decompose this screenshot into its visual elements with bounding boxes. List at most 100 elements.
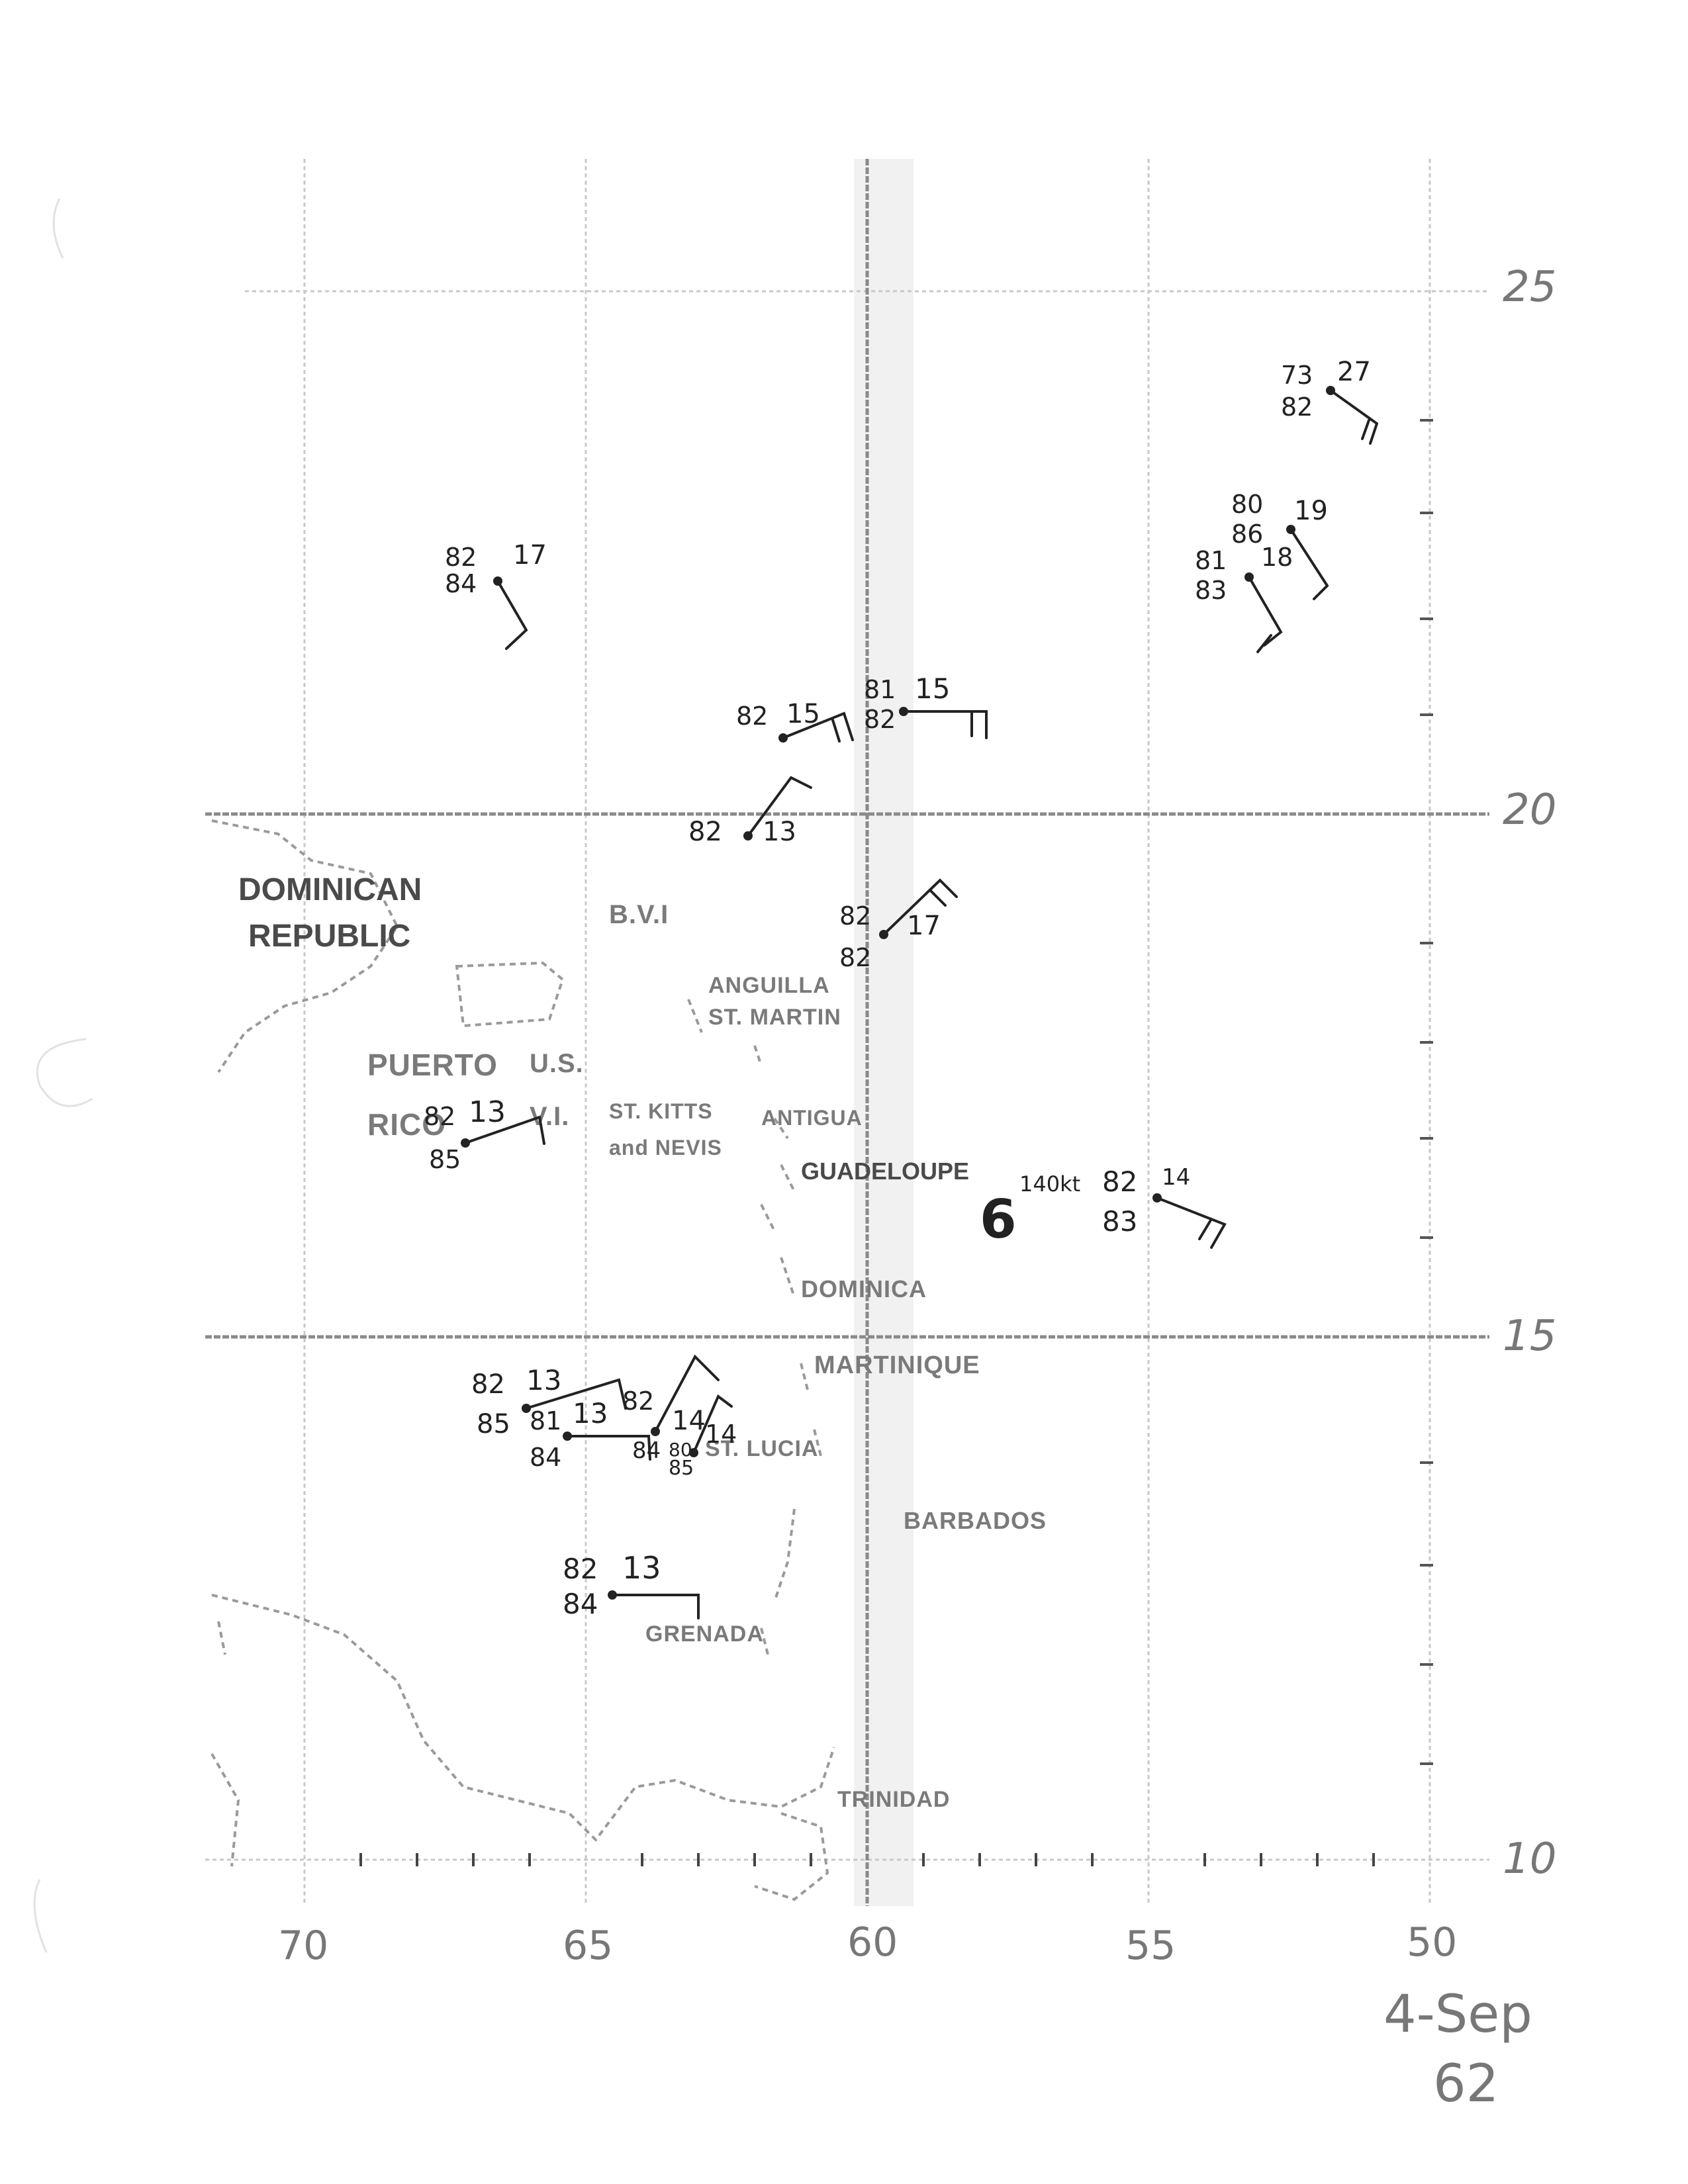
station-plot: 73 82 27 bbox=[1281, 357, 1378, 445]
place-puerto-rico-line2: RICO bbox=[367, 1107, 446, 1142]
place-guadeloupe: GUADELOUPE bbox=[801, 1158, 969, 1185]
place-usvi-line1: U.S. bbox=[530, 1049, 584, 1078]
station-air-temp: 82 bbox=[622, 1387, 654, 1416]
storm-wind-label: 140kt bbox=[1019, 1171, 1080, 1197]
station-sea-temp: 85 bbox=[669, 1457, 694, 1480]
place-barbados: BARBADOS bbox=[904, 1507, 1047, 1534]
station-wind-speed: 19 bbox=[1294, 496, 1328, 526]
station-air-temp: 82 bbox=[1102, 1165, 1137, 1198]
station-plot: 82 84 14 bbox=[622, 1354, 720, 1464]
place-st-kitts-line2: and NEVIS bbox=[609, 1136, 722, 1160]
place-bvi: B.V.I bbox=[609, 900, 669, 929]
coast-puerto-rico bbox=[455, 961, 565, 1028]
station-sea-temp: 84 bbox=[445, 569, 477, 598]
coast-trinidad bbox=[754, 1812, 829, 1901]
station-air-temp: 81 bbox=[864, 675, 896, 704]
station-air-temp: 81 bbox=[530, 1406, 561, 1435]
place-st-martin: ST. MARTIN bbox=[708, 1005, 841, 1030]
station-plot: 82 15 bbox=[736, 699, 854, 743]
place-labels: DOMINICAN REPUBLIC B.V.I ANGUILLA ST. MA… bbox=[238, 872, 1047, 1812]
station-air-temp: 82 bbox=[424, 1102, 455, 1131]
lat-label-15: 15 bbox=[1503, 1312, 1556, 1361]
coast-south-america bbox=[211, 1594, 835, 1843]
lat-label-25: 25 bbox=[1503, 263, 1556, 312]
coast-hispaniola bbox=[211, 819, 399, 1073]
station-plot: 82 84 17 bbox=[445, 540, 547, 650]
lat-label-20: 20 bbox=[1503, 786, 1556, 835]
observations: 73 82 27 80 86 19 81 83 18 82 84 17 bbox=[424, 357, 1378, 1620]
station-sea-temp: 83 bbox=[1195, 576, 1227, 605]
station-wind-speed: 17 bbox=[513, 540, 547, 570]
station-plot: 82 85 13 bbox=[424, 1095, 545, 1174]
station-plot: 82 84 13 bbox=[563, 1550, 700, 1620]
station-wind-speed: 14 bbox=[705, 1420, 737, 1449]
station-air-temp: 82 bbox=[445, 543, 477, 572]
lat-label-10: 10 bbox=[1503, 1835, 1556, 1884]
lon-label-50: 50 bbox=[1407, 1919, 1457, 1966]
place-antigua: ANTIGUA bbox=[761, 1106, 863, 1130]
station-sea-temp: 82 bbox=[864, 705, 896, 734]
station-plot: 82 82 17 bbox=[839, 878, 958, 972]
station-plot: 81 83 18 bbox=[1195, 543, 1293, 653]
station-wind-speed: 14 bbox=[1162, 1164, 1190, 1191]
station-air-temp: 82 bbox=[471, 1369, 505, 1400]
station-wind-speed: 18 bbox=[1261, 543, 1293, 572]
station-air-temp: 82 bbox=[563, 1553, 598, 1585]
place-dominican-republic-line2: REPUBLIC bbox=[248, 919, 410, 954]
station-sea-temp: 84 bbox=[563, 1588, 598, 1620]
station-air-temp: 80 bbox=[669, 1439, 692, 1461]
coast-windwards bbox=[760, 1508, 796, 1655]
longitude-ticks bbox=[359, 1853, 1375, 1866]
station-plot: 82 13 bbox=[688, 776, 812, 847]
station-plot: 80 86 19 bbox=[1231, 490, 1329, 600]
station-wind-speed: 13 bbox=[573, 1397, 608, 1430]
coastlines bbox=[211, 819, 835, 1901]
year-label: 62 bbox=[1433, 2054, 1499, 2114]
storm-symbol: 6 bbox=[980, 1189, 1017, 1250]
station-plot: 80 85 14 bbox=[669, 1394, 737, 1480]
storm-marker: 6 140kt bbox=[980, 1171, 1080, 1250]
station-plot: 81 84 13 bbox=[530, 1397, 651, 1472]
place-st-lucia: ST. LUCIA bbox=[705, 1436, 818, 1461]
longitude-labels: 70 65 60 55 50 bbox=[278, 1919, 1457, 1969]
place-usvi-line2: V.I. bbox=[530, 1102, 569, 1131]
place-puerto-rico-line1: PUERTO bbox=[367, 1048, 498, 1082]
station-wind-speed: 17 bbox=[907, 911, 941, 941]
station-air-temp: 80 bbox=[1231, 490, 1263, 519]
station-wind-speed: 15 bbox=[915, 672, 950, 705]
grid-major bbox=[205, 159, 1489, 1906]
station-plot: 82 83 14 bbox=[1102, 1164, 1227, 1249]
station-air-temp: 82 bbox=[736, 702, 768, 731]
station-air-temp: 82 bbox=[839, 901, 871, 931]
scan-shade-band bbox=[854, 159, 914, 1906]
coast-leewards bbox=[687, 999, 822, 1457]
coast-venezuela-left bbox=[211, 1621, 240, 1867]
station-air-temp: 82 bbox=[688, 817, 722, 847]
station-sea-temp: 84 bbox=[632, 1437, 661, 1464]
station-plot: 81 82 15 bbox=[864, 672, 988, 739]
place-trinidad: TRINIDAD bbox=[837, 1787, 950, 1812]
station-air-temp: 73 bbox=[1281, 361, 1313, 390]
place-anguilla: ANGUILLA bbox=[708, 973, 830, 998]
station-sea-temp: 84 bbox=[530, 1443, 561, 1472]
lon-label-55: 55 bbox=[1125, 1923, 1176, 1969]
lon-label-70: 70 bbox=[278, 1923, 328, 1969]
station-sea-temp: 86 bbox=[1231, 520, 1263, 549]
place-martinique: MARTINIQUE bbox=[814, 1351, 980, 1379]
station-sea-temp: 85 bbox=[429, 1145, 461, 1174]
latitude-labels: 25 20 15 10 bbox=[1503, 263, 1556, 1884]
station-wind-speed: 13 bbox=[622, 1550, 661, 1586]
station-sea-temp: 83 bbox=[1102, 1205, 1137, 1238]
station-sea-temp: 85 bbox=[477, 1409, 510, 1439]
station-sea-temp: 82 bbox=[1281, 392, 1313, 422]
station-sea-temp: 82 bbox=[839, 943, 871, 972]
station-plot: 82 85 13 bbox=[471, 1364, 627, 1439]
place-grenada: GRENADA bbox=[645, 1621, 764, 1647]
station-wind-speed: 13 bbox=[763, 817, 796, 847]
lon-label-60: 60 bbox=[847, 1919, 898, 1966]
latitude-ticks bbox=[1420, 419, 1433, 1765]
place-st-kitts-line1: ST. KITTS bbox=[609, 1099, 713, 1123]
station-wind-speed: 13 bbox=[469, 1095, 506, 1129]
station-wind-speed: 15 bbox=[786, 699, 820, 729]
